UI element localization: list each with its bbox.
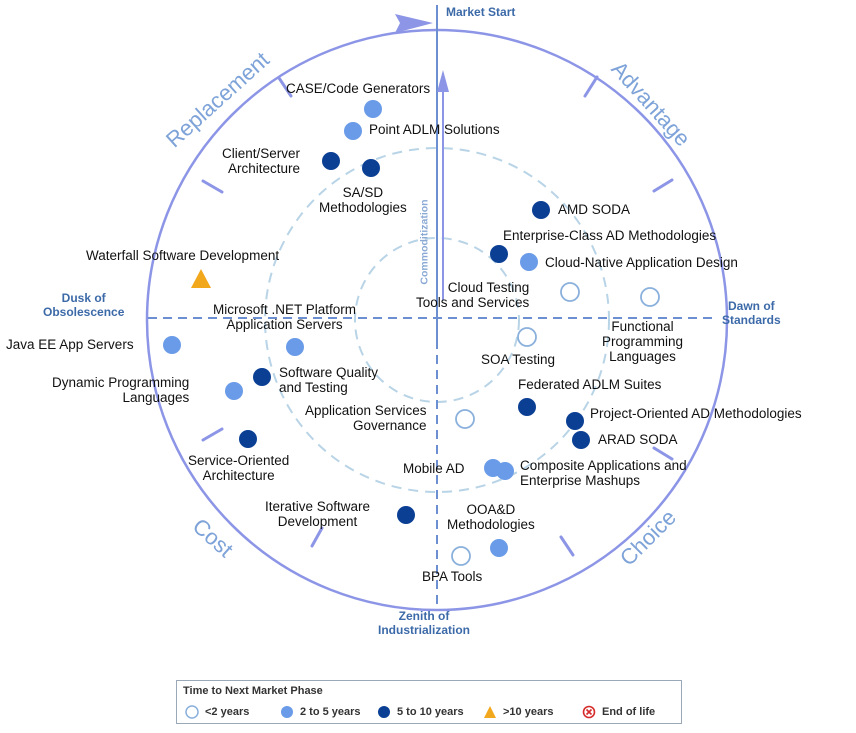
- item-marker-5to10: [518, 398, 536, 416]
- item-label-application-services-governance: Application Services Governance: [305, 403, 427, 433]
- item-label-point-adlm-solutions: Point ADLM Solutions: [369, 122, 500, 137]
- item-label-bpa-tools: BPA Tools: [422, 569, 483, 584]
- item-label-arad-soda: ARAD SODA: [598, 432, 678, 447]
- item-label-iterative-software-development: Iterative Software Development: [265, 499, 371, 529]
- market-start-label: Market Start: [446, 5, 516, 19]
- item-label-enterprise-class-ad-methodologies: Enterprise-Class AD Methodologies: [503, 228, 717, 243]
- item-marker-lt2: [451, 546, 471, 566]
- open-circle-icon: [185, 705, 199, 719]
- item-label-waterfall-software-development: Waterfall Software Development: [86, 248, 280, 263]
- light-blue-dot-icon: [281, 706, 293, 718]
- item-label-cloud-testing: Cloud Testing Tools and Services: [416, 280, 530, 310]
- item-label-mobile-ad: Mobile AD: [403, 461, 465, 476]
- item-marker-gt10: [191, 269, 211, 288]
- commoditization-arrow-icon: [437, 70, 449, 92]
- item-label-cloud-native-application-design: Cloud-Native Application Design: [545, 255, 738, 270]
- legend-item-5to10: 5 to 10 years: [377, 705, 464, 719]
- commoditization-label: Commoditization: [418, 199, 431, 285]
- item-marker-lt2: [640, 287, 660, 307]
- dawn-of-standards-label: Dawn of Standards: [722, 299, 781, 327]
- dusk-of-obsolescence-label: Dusk of Obsolescence: [43, 291, 125, 319]
- legend-item-gt10: >10 years: [483, 705, 553, 719]
- item-marker-2to5: [286, 338, 304, 356]
- item-marker-5to10: [322, 152, 340, 170]
- item-label-federated-adlm-suites: Federated ADLM Suites: [518, 377, 662, 392]
- item-marker-lt2: [560, 282, 580, 302]
- legend-label-eol: End of life: [602, 706, 656, 718]
- item-label-composite-applications: Composite Applications and Enterprise Ma…: [520, 458, 687, 488]
- item-marker-5to10: [362, 159, 380, 177]
- dark-blue-dot-icon: [378, 706, 390, 718]
- item-marker-5to10: [572, 431, 590, 449]
- red-x-circle-icon: [582, 705, 596, 719]
- item-marker-lt2: [517, 327, 537, 347]
- item-marker-lt2: [455, 409, 475, 429]
- orange-triangle-icon: [484, 706, 496, 718]
- item-marker-2to5: [490, 539, 508, 557]
- item-marker-5to10: [532, 201, 550, 219]
- item-marker-2to5: [344, 122, 362, 140]
- item-marker-5to10: [253, 368, 271, 386]
- market-start-arrow-icon: [395, 14, 433, 33]
- item-marker-5to10: [490, 245, 508, 263]
- item-label-service-oriented-architecture: Service-Oriented Architecture: [188, 453, 290, 483]
- item-label-java-ee-app-servers: Java EE App Servers: [6, 337, 134, 352]
- item-label-microsoft-net-platform: Microsoft .NET Platform Application Serv…: [213, 302, 357, 332]
- legend-label-lt2: <2 years: [205, 706, 250, 718]
- item-marker-5to10: [397, 506, 415, 524]
- item-marker-2to5: [520, 253, 538, 271]
- item-label-amd-soda: AMD SODA: [558, 202, 631, 217]
- item-marker-2to5: [496, 462, 514, 480]
- ring-ticks: [201, 75, 674, 557]
- item-label-project-oriented-ad-methodologies: Project-Oriented AD Methodologies: [590, 406, 802, 421]
- item-marker-5to10: [566, 412, 584, 430]
- item-marker-2to5: [225, 382, 243, 400]
- item-marker-2to5: [364, 100, 382, 118]
- item-label-ooad-methodologies: OOA&D Methodologies: [447, 502, 535, 532]
- legend-item-lt2: <2 years: [185, 705, 249, 719]
- item-label-software-quality-and-testing: Software Quality and Testing: [279, 365, 379, 395]
- legend: Time to Next Market Phase <2 years 2 to …: [176, 680, 682, 724]
- legend-label-2to5: 2 to 5 years: [300, 706, 361, 718]
- legend-title: Time to Next Market Phase: [183, 685, 323, 697]
- inner-ring-mid: [264, 147, 610, 493]
- item-label-functional-programming-languages: Functional Programming Languages: [602, 319, 684, 364]
- legend-label-5to10: 5 to 10 years: [397, 706, 464, 718]
- item-label-sa-sd-methodologies: SA/SD Methodologies: [319, 185, 407, 215]
- item-label-client-server-architecture: Client/Server Architecture: [222, 146, 301, 176]
- legend-label-gt10: >10 years: [503, 706, 554, 718]
- legend-item-2to5: 2 to 5 years: [280, 705, 361, 719]
- item-marker-2to5: [163, 336, 181, 354]
- legend-item-eol: End of life: [582, 705, 655, 719]
- item-label-case-code-generators: CASE/Code Generators: [286, 81, 431, 96]
- item-marker-5to10: [239, 430, 257, 448]
- item-label-dynamic-programming-languages: Dynamic Programming Languages: [52, 375, 190, 405]
- item-label-soa-testing: SOA Testing: [481, 352, 556, 367]
- zenith-of-industrialization-label: Zenith of Industrialization: [378, 609, 471, 637]
